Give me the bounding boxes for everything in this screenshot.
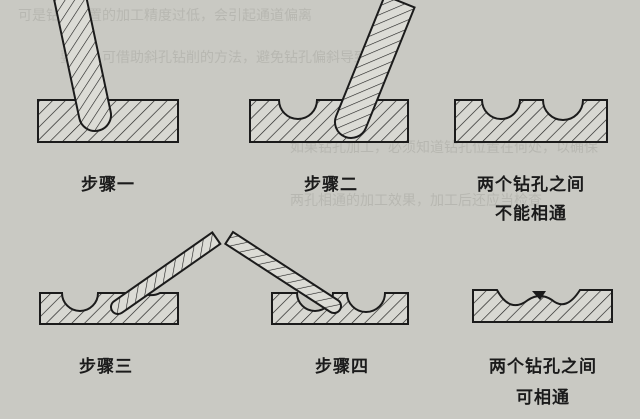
drill-bit-step4 [223,230,342,314]
panel-result-connected [472,289,613,323]
label-step1: 步骤一 [81,175,135,195]
label-result-top-line1: 两个钻孔之间 [477,175,585,195]
label-step2: 步骤二 [304,175,358,195]
label-result-bottom-line2: 可相通 [516,388,570,408]
background-text-line: 要求，可借助斜孔钻削的方法，避免钻孔偏斜导致 [60,50,368,66]
label-step3: 步骤三 [79,357,133,377]
panel-step4 [223,230,409,325]
workpiece-step3 [39,292,179,325]
workpiece-result-bottom [472,289,613,323]
background-text-line: 两孔相通的加工效果，加工后还应当检查 [290,192,542,209]
drill-bit-step3 [110,231,222,315]
panel-step3 [39,231,222,325]
drill-bit-step2 [334,0,416,139]
workpiece-result-top [454,99,608,143]
panel-result-not-connected [454,99,608,143]
panel-step2 [249,0,416,143]
label-step4: 步骤四 [315,357,369,377]
label-result-top-line2: 不能相通 [495,204,567,224]
background-text-line: 如果钻孔加工，必须知道钻孔位置在何处，以确保 [290,139,598,156]
connected-passage-notch [532,291,546,300]
drill-bit-step1 [52,0,112,132]
workpiece-step2 [249,99,409,143]
label-result-bottom-line1: 两个钻孔之间 [489,357,597,377]
panel-step1 [37,0,179,143]
